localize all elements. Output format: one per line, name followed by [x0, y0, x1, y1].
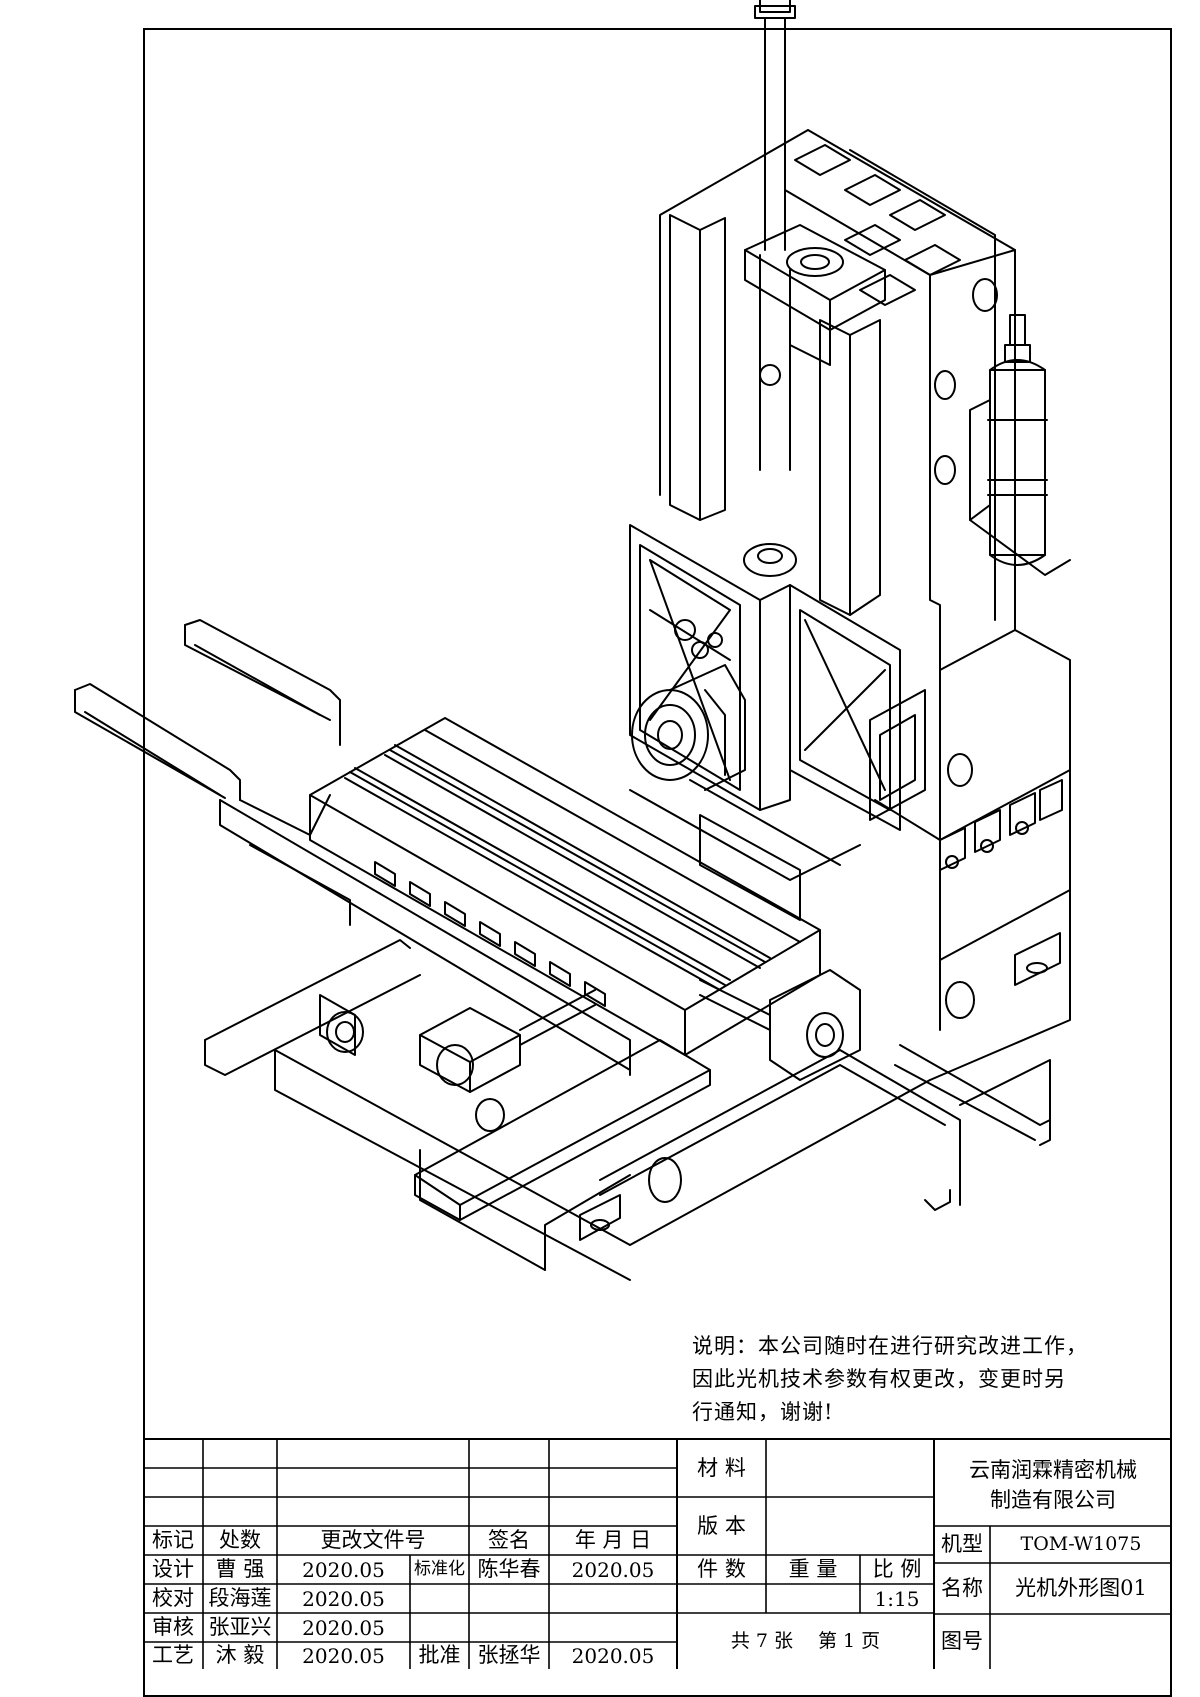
note-line-2: 因此光机技术参数有权更改，变更时另: [692, 1367, 1066, 1391]
weight-label: 重 量: [788, 1557, 838, 1581]
pieces-label: 件 数: [697, 1557, 746, 1581]
date-check: 2020.05: [302, 1586, 385, 1611]
vertical-guides: [669, 214, 881, 616]
header-mark: 标记: [152, 1528, 194, 1552]
model-value: TOM-W1075: [1020, 1533, 1142, 1555]
saddle: [219, 779, 861, 1076]
drawing-no-label: 图号: [941, 1629, 983, 1653]
date-review: 2020.05: [302, 1615, 385, 1640]
scale-label: 比 例: [872, 1557, 922, 1581]
role-review: 审核: [152, 1615, 194, 1639]
version-label: 版 本: [697, 1513, 746, 1538]
model-label: 机型: [941, 1532, 983, 1556]
scale-value: 1:15: [874, 1586, 920, 1611]
material-label: 材 料: [697, 1455, 746, 1480]
role-standardization: 标准化: [414, 1559, 465, 1579]
name-approve: 张拯华: [477, 1643, 541, 1667]
name-design: 曹 强: [215, 1557, 265, 1581]
x-drive: [319, 969, 861, 1132]
note-line-1: 说明：本公司随时在进行研究改进工作，: [692, 1334, 1088, 1358]
date-design: 2020.05: [302, 1557, 385, 1582]
role-check: 校对: [152, 1586, 194, 1610]
date-process: 2020.05: [302, 1643, 385, 1668]
base: [204, 939, 1051, 1281]
name-standardization: 陈华春: [477, 1557, 541, 1581]
role-process: 工艺: [152, 1643, 194, 1667]
drawing-name-value: 光机外形图01: [1015, 1576, 1147, 1600]
header-date: 年 月 日: [574, 1528, 652, 1552]
top-assembly: [744, 0, 886, 386]
worktable: [309, 717, 821, 1056]
company-name-line1: 云南润霖精密机械: [969, 1457, 1137, 1482]
drawing-note: 说明：本公司随时在进行研究改进工作， 因此光机技术参数有权更改，变更时另 行通知…: [692, 1330, 1122, 1429]
drawing-frame: [143, 28, 1172, 1697]
name-process: 沐 毅: [215, 1643, 265, 1667]
date-approve: 2020.05: [571, 1643, 655, 1668]
left-rear-guard: [74, 619, 341, 836]
role-approve: 批准: [418, 1643, 461, 1667]
note-line-3: 行通知，谢谢!: [692, 1400, 834, 1424]
name-label: 名称: [941, 1576, 983, 1600]
sheet-info: 共 7 张 第 1 页: [730, 1629, 881, 1652]
drawing-no-value: [990, 1614, 1172, 1669]
company-name-line2: 制造有限公司: [990, 1487, 1116, 1512]
role-design: 设计: [152, 1557, 194, 1581]
name-review: 张亚兴: [208, 1615, 272, 1639]
header-change-doc: 更改文件号: [320, 1528, 426, 1552]
name-check: 段海莲: [208, 1586, 272, 1610]
gas-cylinder: [969, 314, 1071, 576]
header-signature: 签名: [488, 1528, 530, 1552]
date-standardization: 2020.05: [571, 1557, 655, 1582]
headstock: [629, 524, 926, 831]
header-count: 处数: [219, 1528, 261, 1552]
